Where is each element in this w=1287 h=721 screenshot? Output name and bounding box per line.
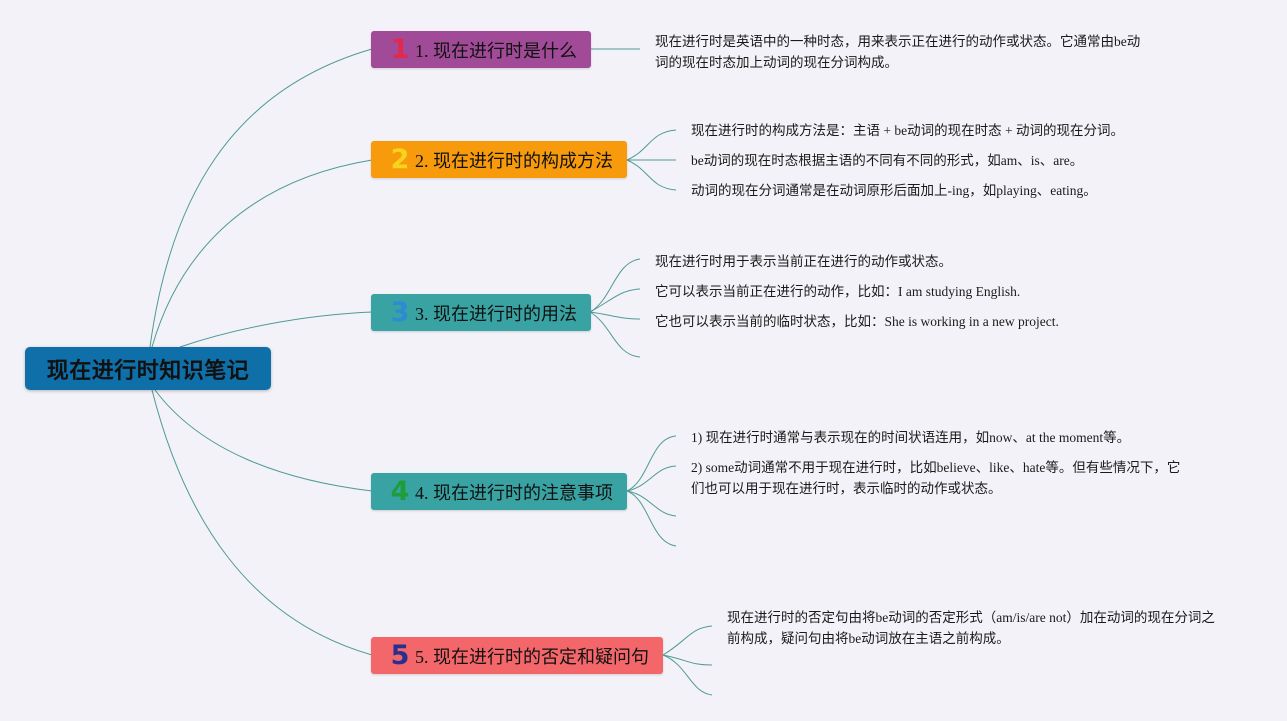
number-5-icon: 5 bbox=[390, 640, 410, 671]
branch-4-note-2: 2) some动词通常不用于现在进行时，比如believe、like、hate等… bbox=[691, 460, 1181, 496]
connector-root-branch-2 bbox=[151, 159, 373, 348]
connector-root-branch-3 bbox=[179, 311, 373, 348]
branch-2-label: 2. 现在进行时的构成方法 bbox=[415, 150, 613, 171]
connector-branch-4-note-1 bbox=[626, 435, 677, 492]
branch-1[interactable]: 1 1. 现在进行时是什么 bbox=[371, 31, 591, 68]
root-node[interactable]: 现在进行时知识笔记 bbox=[25, 347, 271, 390]
branch-3-label: 3. 现在进行时的用法 bbox=[415, 303, 577, 324]
branch-2-note-1: 现在进行时的构成方法是：主语 + be动词的现在时态 + 动词的现在分词。 bbox=[691, 123, 1124, 138]
connector-branch-5-note-2 bbox=[662, 654, 713, 666]
branch-2[interactable]: 2 2. 现在进行时的构成方法 bbox=[371, 141, 627, 178]
branch-3-note-2: 它可以表示当前正在进行的动作，比如：I am studying English. bbox=[655, 284, 1021, 299]
branch-5-label: 5. 现在进行时的否定和疑问句 bbox=[415, 646, 649, 667]
number-1-icon: 1 bbox=[390, 34, 410, 65]
branch-1-note-1: 现在进行时是英语中的一种时态，用来表示正在进行的动作或状态。它通常由be动词的现… bbox=[655, 34, 1141, 70]
connector-branch-5-note-1 bbox=[662, 625, 713, 656]
connector-branch-4-note-4 bbox=[626, 490, 677, 547]
connector-branch-2-note-3 bbox=[626, 159, 677, 191]
connector-root-branch-5 bbox=[151, 389, 373, 656]
number-4-icon: 4 bbox=[390, 476, 410, 507]
connector-branch-3-note-3 bbox=[589, 311, 641, 320]
branch-2-note-2: be动词的现在时态根据主语的不同有不同的形式，如am、is、are。 bbox=[691, 153, 1084, 168]
branch-4-label: 4. 现在进行时的注意事项 bbox=[415, 482, 613, 503]
connector-branch-4-note-2 bbox=[626, 465, 677, 492]
connector-branch-4-note-3 bbox=[626, 490, 677, 517]
connector-branch-3-note-1 bbox=[589, 258, 641, 313]
branch-5[interactable]: 5 5. 现在进行时的否定和疑问句 bbox=[371, 637, 663, 674]
branch-4-note-1: 1) 现在进行时通常与表示现在的时间状语连用，如now、at the momen… bbox=[691, 430, 1131, 445]
connector-branch-3-note-4 bbox=[589, 311, 641, 358]
root-title: 现在进行时知识笔记 bbox=[46, 358, 250, 384]
branch-4[interactable]: 4 4. 现在进行时的注意事项 bbox=[371, 473, 627, 510]
number-2-icon: 2 bbox=[390, 144, 410, 175]
branch-3-note-3: 它也可以表示当前的临时状态，比如：She is working in a new… bbox=[655, 314, 1059, 329]
connector-branch-3-note-2 bbox=[589, 288, 641, 313]
number-3-icon: 3 bbox=[390, 297, 410, 328]
branch-2-note-3: 动词的现在分词通常是在动词原形后面加上-ing，如playing、eating。 bbox=[691, 183, 1097, 198]
connector-branch-2-note-1 bbox=[626, 129, 677, 161]
connector-branch-5-note-3 bbox=[662, 654, 713, 696]
branch-5-note-1: 现在进行时的否定句由将be动词的否定形式（am/is/are not）加在动词的… bbox=[727, 610, 1215, 646]
connector-root-branch-4 bbox=[154, 389, 373, 492]
branch-3-note-1: 现在进行时用于表示当前正在进行的动作或状态。 bbox=[655, 254, 952, 269]
branch-3[interactable]: 3 3. 现在进行时的用法 bbox=[371, 294, 591, 331]
connector-root-branch-1 bbox=[149, 48, 373, 348]
branch-1-label: 1. 现在进行时是什么 bbox=[415, 40, 577, 61]
